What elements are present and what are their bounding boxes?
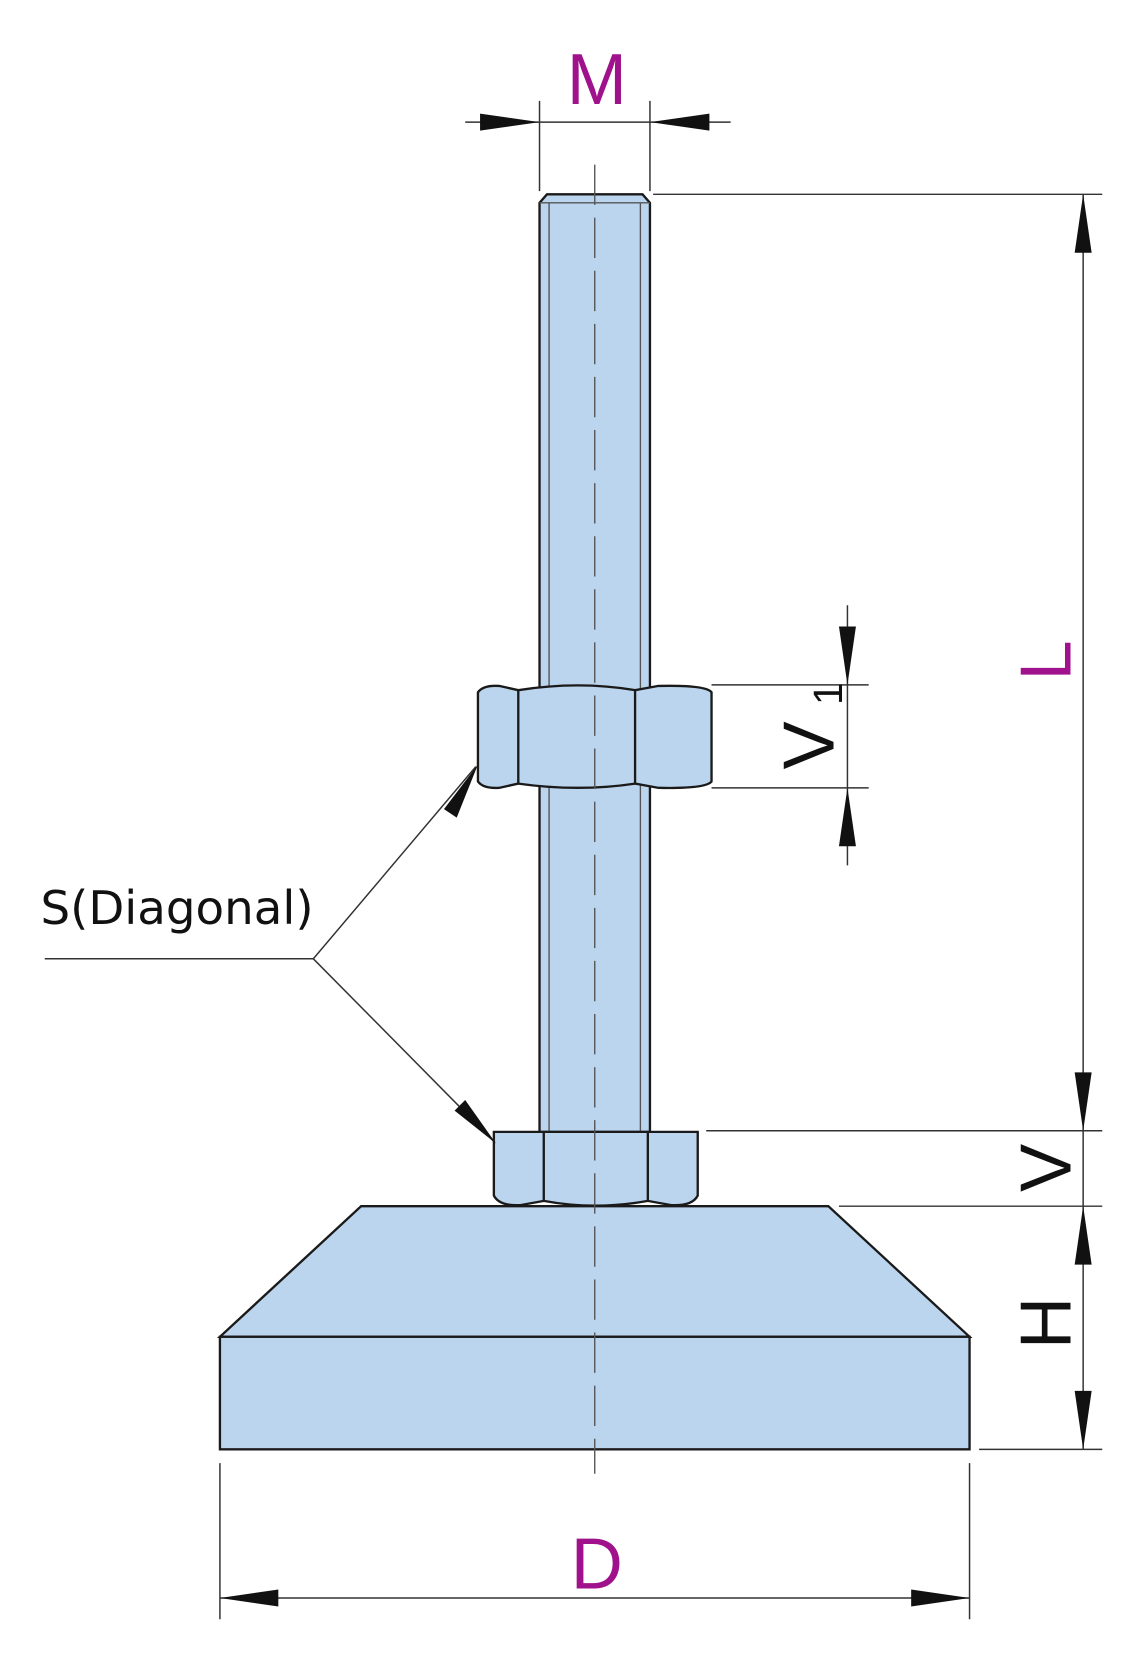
label-M: M — [567, 40, 627, 120]
label-S-diagonal: S(Diagonal) — [40, 882, 313, 936]
dimension-M: M — [465, 40, 731, 192]
dimension-D: D — [219, 1463, 971, 1620]
label-D: D — [571, 1524, 623, 1604]
label-V: V — [1006, 1144, 1086, 1192]
label-V1-subscript: 1 — [805, 683, 851, 705]
upper-nut — [476, 684, 713, 790]
callout-S-diagonal: S(Diagonal) — [40, 764, 496, 1144]
label-V1: V — [770, 721, 850, 769]
dimension-L: L — [653, 193, 1103, 1131]
label-H: H — [1006, 1297, 1086, 1349]
label-L: L — [1006, 640, 1086, 680]
dimension-H: H — [979, 1206, 1103, 1451]
dimension-V: V — [706, 1130, 1103, 1207]
lower-nut — [492, 1130, 699, 1207]
dimension-V1: V 1 — [711, 605, 869, 866]
